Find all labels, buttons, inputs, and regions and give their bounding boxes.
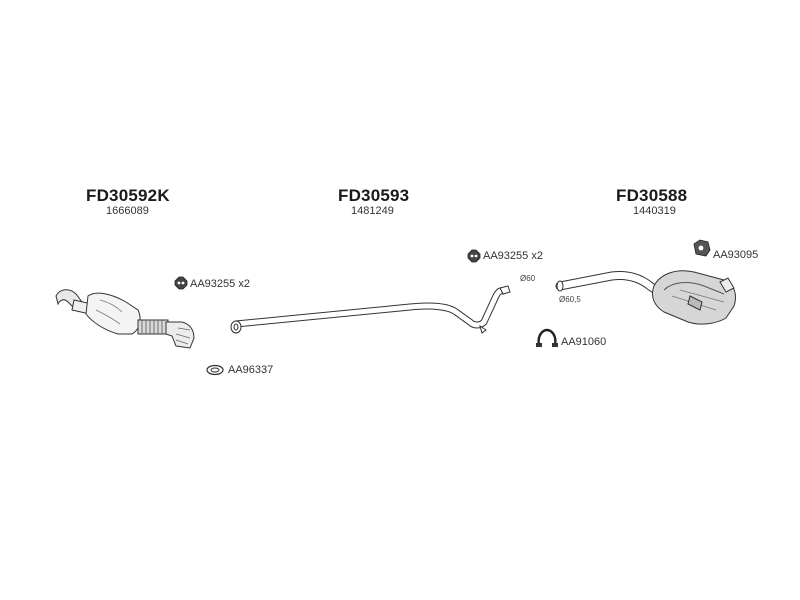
accessory-label-mount-front: AA93255 x2 — [190, 278, 250, 290]
part-code-rear: FD30588 — [616, 186, 688, 205]
pipe-clamp-icon — [536, 328, 558, 347]
part-code-front: FD30592K — [86, 186, 170, 205]
oem-number-rear: 1440319 — [633, 205, 676, 217]
oem-number-front: 1666089 — [106, 205, 149, 217]
oem-number-middle: 1481249 — [351, 205, 394, 217]
middle-pipe — [230, 285, 511, 334]
catalytic-converter-assembly — [55, 289, 195, 349]
accessory-label-mount-middle: AA93255 x2 — [483, 250, 543, 262]
accessory-label-hanger: AA93095 — [713, 249, 759, 261]
hanger-bracket-icon — [693, 239, 711, 257]
part-code-middle: FD30593 — [338, 186, 410, 205]
diameter-label-middle: Ø60 — [520, 274, 536, 283]
gasket-ring-icon — [206, 364, 224, 376]
rubber-mount-icon — [174, 276, 188, 290]
diameter-label-rear: Ø60,5 — [559, 295, 581, 304]
rear-muffler — [555, 270, 737, 325]
accessory-label-gasket: AA96337 — [228, 364, 274, 376]
accessory-label-clamp: AA91060 — [561, 336, 607, 348]
rubber-mount-icon — [467, 249, 481, 263]
